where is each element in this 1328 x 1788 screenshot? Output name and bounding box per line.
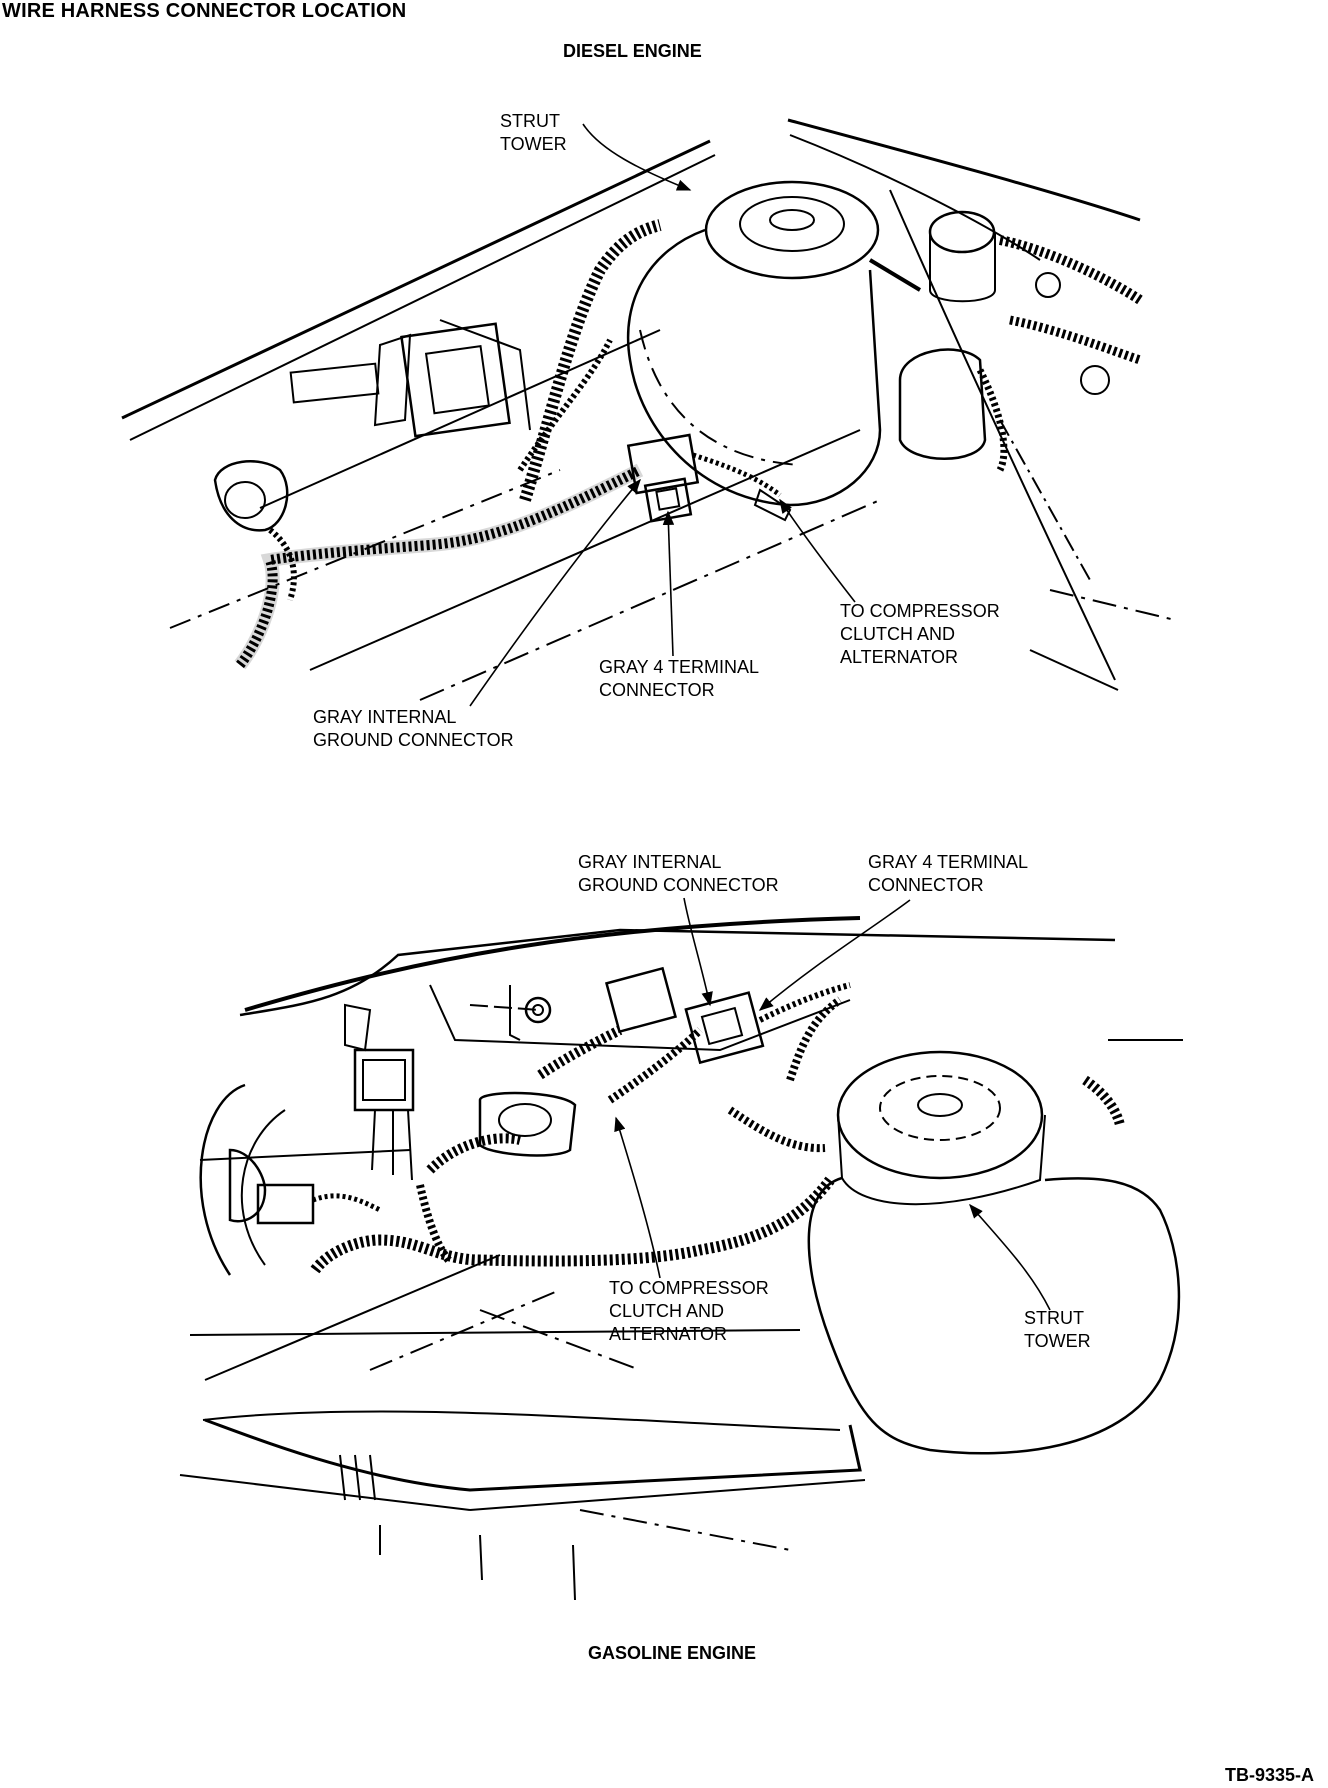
label-line: GROUND CONNECTOR — [578, 875, 779, 895]
label-line: TO COMPRESSOR — [840, 601, 1000, 621]
gasoline-engine-title: GASOLINE ENGINE — [588, 1643, 757, 1663]
diesel-strut-tower-label: STRUT TOWER — [500, 110, 567, 156]
label-line: ALTERNATOR — [840, 647, 959, 667]
gas-ground-label: GRAY INTERNAL GROUND CONNECTOR — [578, 851, 779, 897]
diesel-compressor-label: TO COMPRESSOR CLUTCH AND ALTERNATOR — [840, 600, 1000, 669]
diesel-gray4-label: GRAY 4 TERMINAL CONNECTOR — [599, 656, 759, 702]
figure-reference: TB-9335-A — [1224, 1765, 1314, 1785]
label-line: STRUT — [1024, 1308, 1084, 1328]
gas-strut-tower-label: STRUT TOWER — [1024, 1307, 1091, 1353]
label-line: CLUTCH AND — [840, 624, 956, 644]
label-line: GRAY INTERNAL — [313, 707, 457, 727]
label-line: GROUND CONNECTOR — [313, 730, 514, 750]
label-line: GRAY 4 TERMINAL — [599, 657, 760, 677]
diesel-engine-drawing — [122, 120, 1175, 700]
label-line: CONNECTOR — [599, 680, 715, 700]
label-line: STRUT — [500, 111, 560, 131]
gasoline-engine-drawing — [180, 918, 1183, 1600]
label-line: TO COMPRESSOR — [609, 1278, 769, 1298]
label-line: GRAY INTERNAL — [578, 852, 722, 872]
label-line: CONNECTOR — [868, 875, 984, 895]
label-line: CLUTCH AND — [609, 1301, 725, 1321]
diesel-engine-title: DIESEL ENGINE — [563, 41, 702, 61]
page-title: WIRE HARNESS CONNECTOR LOCATION — [2, 0, 407, 22]
diesel-leader-lines — [470, 124, 855, 706]
label-line: TOWER — [1024, 1331, 1091, 1351]
gas-gray4-label: GRAY 4 TERMINAL CONNECTOR — [868, 851, 1028, 897]
gasoline-leader-lines — [614, 898, 1050, 1310]
diesel-ground-label: GRAY INTERNAL GROUND CONNECTOR — [313, 706, 514, 752]
label-line: GRAY 4 TERMINAL — [868, 852, 1029, 872]
label-line: ALTERNATOR — [609, 1324, 728, 1344]
label-line: TOWER — [500, 134, 567, 154]
gas-compressor-label: TO COMPRESSOR CLUTCH AND ALTERNATOR — [609, 1277, 769, 1346]
